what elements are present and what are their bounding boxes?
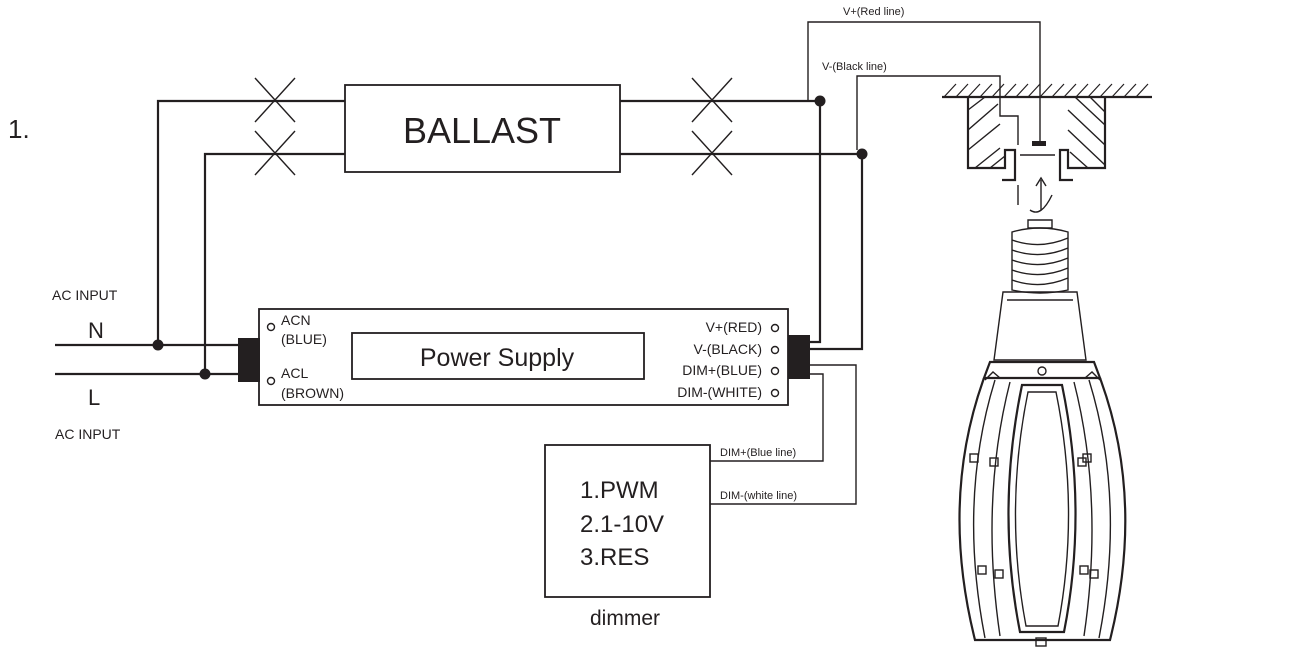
cut-mark-icon [691,77,733,123]
dimmer-mode-1: 1.PWM [580,477,659,504]
power-supply-label-box [351,332,645,380]
line-label: L [88,385,100,410]
lamp-socket-icon [942,83,1152,213]
terminal-circle-icon [266,376,276,386]
dim-plus-terminal-label: DIM+(BLUE) [682,362,762,378]
ac-input-bottom-label: AC INPUT [55,426,121,442]
v-minus-wire-label: V-(Black line) [822,61,887,73]
acl-color-label: (BROWN) [281,385,344,401]
dim-plus-wire-label: DIM+(Blue line) [720,447,796,459]
input-connector [238,338,260,382]
ballast-wiring [156,99,862,374]
dimmer-mode-3: 3.RES [580,544,649,571]
v-minus-ballast-wire [810,154,864,351]
terminal-circle-icon [266,322,276,332]
ac-input-top-label: AC INPUT [52,287,118,303]
terminal-circle-icon [770,366,780,376]
acn-color-label: (BLUE) [281,331,327,347]
step-number: 1. [8,114,30,144]
dim-minus-terminal-label: DIM-(WHITE) [677,384,762,400]
ballast-label: BALLAST [403,110,561,151]
v-plus-lamp-wire [807,21,1041,143]
dim-minus-wire [710,364,857,505]
power-supply-label: Power Supply [420,344,575,372]
v-plus-wire-label: V+(Red line) [843,6,904,18]
output-connector [788,335,810,379]
v-plus-ballast-wire [810,101,822,344]
led-corn-bulb-icon [958,219,1127,647]
dimmer-mode-2: 2.1-10V [580,511,664,538]
terminal-circle-icon [770,345,780,355]
v-minus-terminal-label: V-(BLACK) [694,341,762,357]
dim-minus-wire-label: DIM-(white line) [720,490,797,502]
cut-mark-icon [254,130,296,176]
cut-mark-icon [254,77,296,123]
acl-label: ACL [281,365,308,381]
acn-label: ACN [281,312,311,328]
terminal-circle-icon [770,323,780,333]
ballast-box [344,84,621,173]
dim-plus-wire [710,373,824,462]
v-minus-lamp-wire [856,75,1019,150]
neutral-label: N [88,318,104,343]
cut-mark-icon [691,130,733,176]
dimmer-box [544,444,711,598]
v-plus-terminal-label: V+(RED) [706,319,762,335]
terminal-circle-icon [770,388,780,398]
dimmer-caption: dimmer [590,607,660,630]
